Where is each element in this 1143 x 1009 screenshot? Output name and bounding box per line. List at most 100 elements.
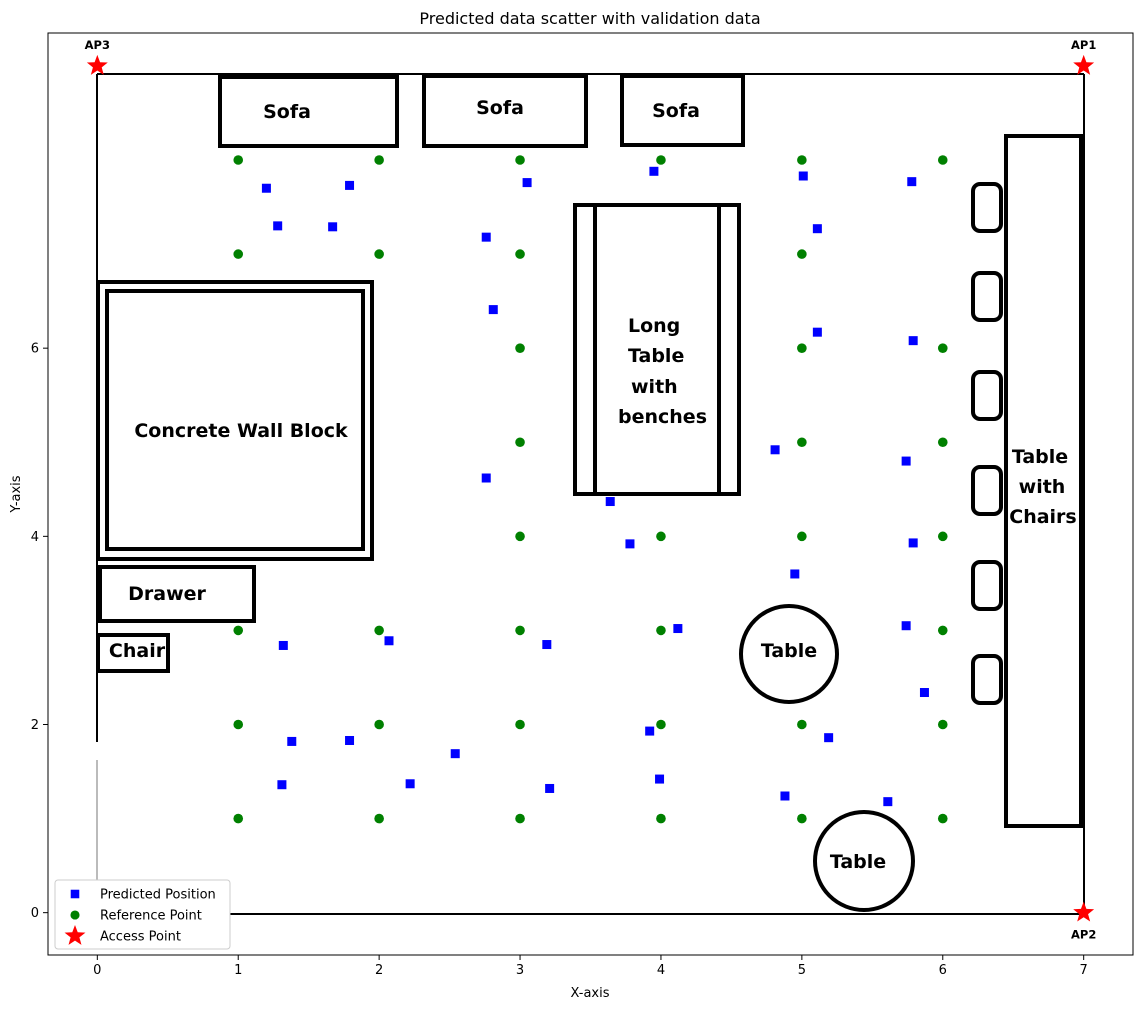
long-table-label-line1: Long <box>628 315 680 337</box>
reference-point <box>797 249 807 259</box>
round-table-2 <box>813 810 915 912</box>
predicted-point <box>605 497 615 507</box>
reference-point <box>937 719 948 730</box>
floor-plan-furniture <box>96 74 1083 912</box>
predicted-point <box>908 336 918 346</box>
predicted-point <box>907 177 917 187</box>
side-chair-2 <box>971 271 1003 322</box>
predicted-point <box>384 636 394 646</box>
predicted-point <box>919 688 929 698</box>
reference-point <box>656 625 666 636</box>
predicted-point <box>908 538 918 548</box>
predicted-point <box>901 456 911 466</box>
predicted-point <box>790 569 800 579</box>
long-table-label-line2: Table <box>628 345 684 367</box>
predicted-point <box>770 445 780 455</box>
sofa-label-3: Sofa <box>652 100 700 122</box>
predicted-point <box>812 224 822 234</box>
predicted-point <box>625 539 635 549</box>
reference-point <box>374 249 384 259</box>
legend-box <box>54 879 231 950</box>
access-point-label: AP1 <box>1071 38 1096 52</box>
predicted-point <box>450 749 460 759</box>
chair <box>96 633 170 673</box>
predicted-point <box>655 774 665 784</box>
reference-point <box>937 531 948 542</box>
predicted-point <box>405 779 415 789</box>
reference-point <box>374 813 384 824</box>
chart-title: Predicted data scatter with validation d… <box>419 9 760 28</box>
reference-point <box>515 719 525 730</box>
reference-point <box>515 625 525 636</box>
predicted-point <box>481 232 491 242</box>
y-tick-label: 6 <box>31 342 39 357</box>
predicted-point <box>780 791 790 801</box>
reference-point <box>374 625 384 636</box>
side-chair-5 <box>971 560 1003 611</box>
legend-label: Access Point <box>100 930 181 945</box>
reference-point <box>233 813 244 824</box>
predicted-point <box>798 171 808 181</box>
reference-point <box>937 813 948 824</box>
reference-point <box>797 531 807 542</box>
sofa-1 <box>218 75 399 148</box>
reference-point <box>515 343 525 353</box>
reference-point <box>515 531 525 542</box>
access-point-label: AP3 <box>85 38 110 52</box>
round-table-1 <box>739 604 839 704</box>
x-tick-label: 3 <box>516 963 524 978</box>
predicted-point <box>278 640 288 650</box>
reference-point <box>233 155 244 165</box>
predicted-point <box>287 736 297 746</box>
sofa-label-1: Sofa <box>263 101 311 123</box>
access-point-label: AP2 <box>1071 928 1096 942</box>
y-axis-label: Y-axis <box>9 475 24 513</box>
long-table-label-line3: with <box>631 376 678 398</box>
reference-point <box>797 437 807 448</box>
reference-point <box>937 343 948 353</box>
side-chair-6 <box>971 654 1003 705</box>
predicted-point <box>883 797 893 807</box>
reference-point <box>797 719 807 730</box>
y-tick-label: 2 <box>31 718 39 733</box>
reference-point <box>233 249 244 259</box>
concrete-wall-block-label: Concrete Wall Block <box>134 420 348 442</box>
predicted-point <box>522 178 532 188</box>
predicted-point <box>481 473 491 483</box>
reference-point <box>937 625 948 636</box>
predicted-point <box>812 327 822 337</box>
side-chair-1 <box>971 182 1003 233</box>
reference-point <box>515 437 525 448</box>
side-chair-4 <box>971 465 1003 516</box>
table-with-chairs-label-line1: Table <box>1012 446 1068 468</box>
x-tick-label: 2 <box>375 963 383 978</box>
legend-label: Reference Point <box>100 909 202 924</box>
x-tick-label: 1 <box>234 963 242 978</box>
reference-point <box>233 719 244 730</box>
legend-marker <box>64 925 86 945</box>
sofa-2 <box>422 74 588 148</box>
reference-point <box>797 343 807 353</box>
reference-point <box>233 625 244 636</box>
round-table-label-2: Table <box>830 851 886 873</box>
reference-point <box>656 813 666 824</box>
reference-point <box>656 155 666 165</box>
predicted-point <box>277 780 287 790</box>
side-chair-3 <box>971 370 1003 421</box>
legend-marker <box>70 889 80 899</box>
concrete-wall-block-outer <box>96 280 374 561</box>
x-axis-label: X-axis <box>571 986 610 1001</box>
x-tick-label: 0 <box>93 963 101 978</box>
predicted-point <box>488 305 498 315</box>
reference-point <box>797 813 807 824</box>
predicted-point <box>901 621 911 631</box>
predicted-point <box>673 624 683 634</box>
access-point-marker <box>86 54 108 75</box>
reference-point <box>374 155 384 165</box>
table-with-chairs-label-line3: Chairs <box>1009 506 1076 528</box>
long-table <box>573 203 741 496</box>
table-with-chairs-label-line2: with <box>1019 476 1066 498</box>
